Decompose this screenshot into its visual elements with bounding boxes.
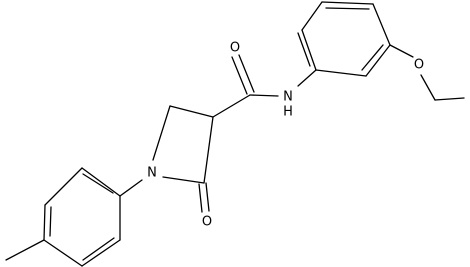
bond-aryl-o — [389, 44, 414, 58]
bond-n-aryl — [297, 69, 317, 87]
pyrrolidinone-ring — [152, 105, 214, 213]
bond-aryl-5-6 — [365, 44, 391, 77]
bond-o-ch2 — [420, 74, 436, 101]
bond-ch2-ch3 — [434, 97, 465, 101]
bond-n1-c2 — [162, 176, 205, 184]
bond-tolyl-4-5 — [43, 239, 83, 267]
atom-label-amide-carbonyl-oxygen: O — [230, 41, 240, 56]
bond-aryl-2-3 — [301, 1, 323, 31]
bond-amide-c-o-double-2 — [238, 54, 255, 93]
bond-n1-tolyl — [119, 179, 143, 197]
bond-c2-o-double-1 — [198, 183, 203, 213]
bond-tolyl-3-4-inner — [49, 206, 52, 237]
bond-tolyl-1-2-inner — [82, 173, 114, 194]
bond-amide-c-n — [249, 94, 279, 97]
bond-c2-c3 — [203, 116, 214, 184]
bond-aryl-1-2-inner — [297, 32, 311, 67]
bond-c3-c4 — [169, 105, 214, 118]
atom-label-ring-nitrogen: N — [147, 166, 157, 181]
atom-label-amide-hydrogen: H — [283, 105, 293, 120]
bond-aryl-3-4-inner — [325, 7, 370, 10]
atom-label-ether-oxygen: O — [414, 58, 424, 73]
bond-c3-amide-carbon — [212, 94, 251, 118]
atom-label-lactam-oxygen: O — [202, 215, 212, 230]
bond-c4-c5 — [152, 105, 171, 161]
bond-aryl-6-1 — [315, 69, 367, 77]
bond-tolyl-methyl — [5, 239, 45, 261]
bond-aryl-1-2 — [301, 29, 317, 71]
amide-group — [212, 54, 317, 118]
bond-tolyl-5-6 — [81, 239, 121, 267]
ethoxyphenyl-ring — [297, 1, 465, 101]
bond-aryl-5-6-inner — [361, 44, 384, 71]
bond-amide-c-o-double-1 — [231, 56, 248, 95]
bond-aryl-4-5 — [372, 3, 391, 46]
atom-labels: O N H O N O — [147, 41, 424, 230]
bond-c2-o-double-2 — [205, 182, 210, 212]
atom-label-amide-nitrogen: N — [283, 90, 293, 105]
bond-aryl-3-4 — [321, 1, 374, 5]
bond-tolyl-5-6-inner — [82, 237, 115, 261]
bond-tolyl-1-2 — [81, 167, 121, 197]
bond-tolyl-3-4 — [43, 204, 46, 241]
p-tolyl-ring — [5, 167, 143, 267]
bond-tolyl-2-3 — [44, 167, 83, 206]
